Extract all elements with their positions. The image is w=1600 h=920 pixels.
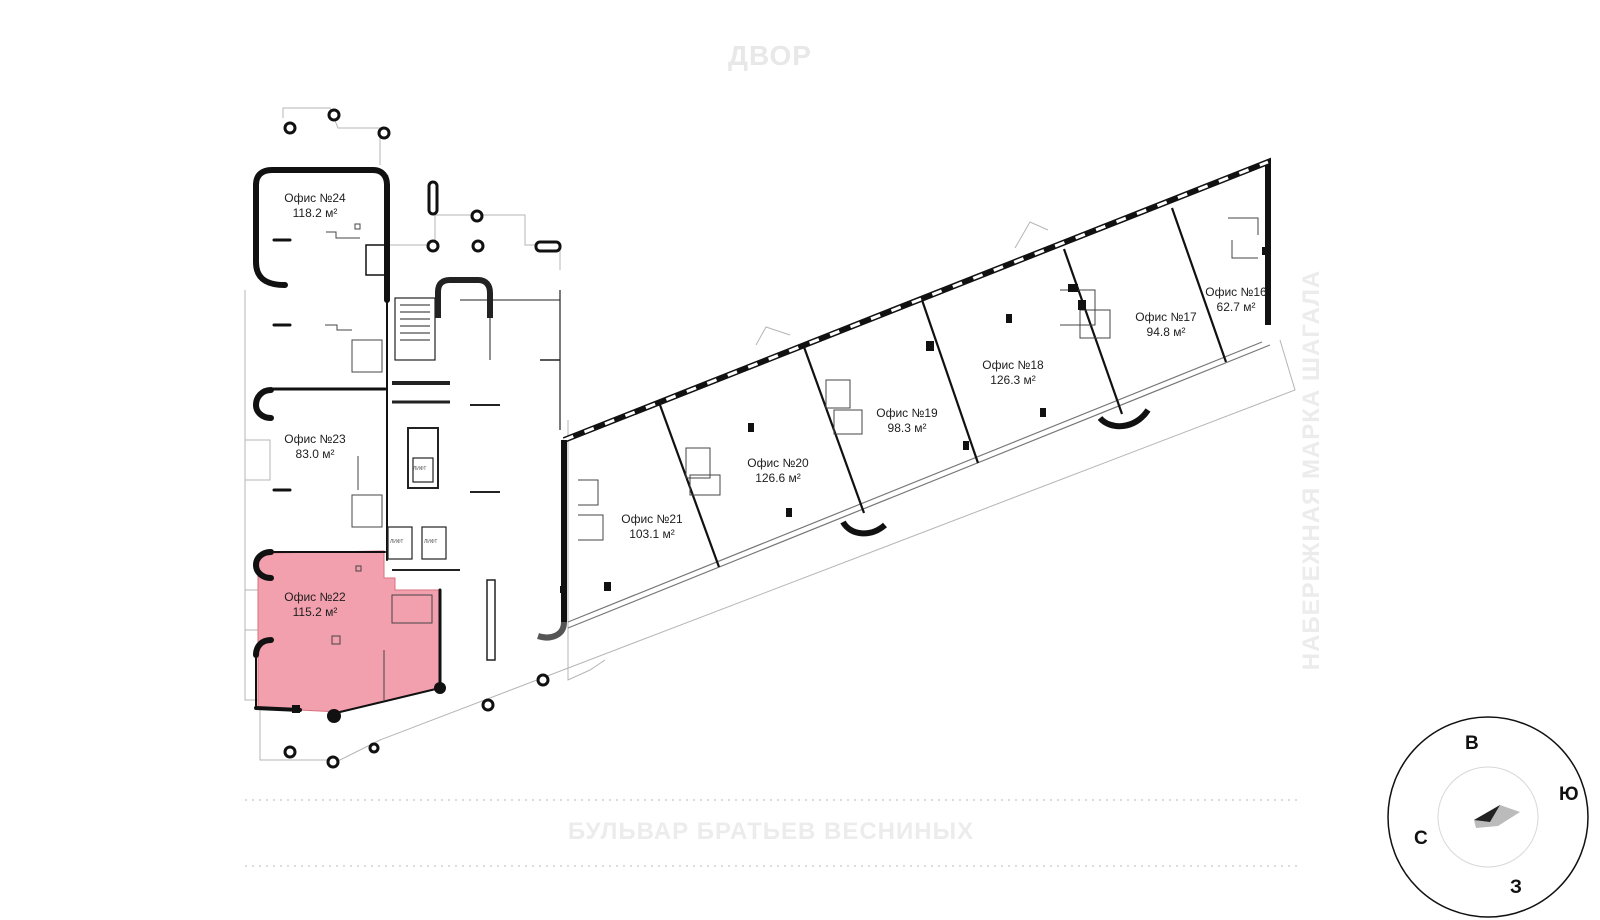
office-24-label[interactable]: Офис №24 118.2 м²: [284, 191, 345, 221]
office-18-label[interactable]: Офис №18 126.3 м²: [982, 358, 1043, 388]
right-wing-fixtures: [578, 217, 1259, 541]
compass-south-label: Ю: [1559, 784, 1579, 805]
left-wing-fixtures: [325, 223, 433, 700]
lift-label: ЛИФТ: [424, 539, 438, 545]
office-name: Офис №16: [1205, 285, 1267, 299]
office-16-label[interactable]: Офис №16 62.7 м²: [1205, 285, 1266, 315]
right-wing-facade: [537, 157, 1271, 641]
office-17-label[interactable]: Офис №17 94.8 м²: [1135, 310, 1196, 340]
lift-label: ЛИФТ: [390, 539, 404, 545]
office-partitions: [658, 207, 1228, 568]
columns: [560, 247, 1268, 593]
wall-stubs: [292, 682, 446, 723]
lift-label: ЛИФТ: [413, 466, 427, 472]
left-wing-walls: [252, 167, 442, 713]
office-area: 83.0 м²: [295, 447, 335, 461]
office-name: Офис №19: [876, 406, 938, 420]
office-name: Офис №24: [284, 191, 346, 205]
office-area: 126.3 м²: [990, 373, 1036, 387]
office-21-label[interactable]: Офис №21 103.1 м²: [621, 512, 682, 542]
office-20-label[interactable]: Офис №20 126.6 м²: [747, 456, 808, 486]
office-19-label[interactable]: Офис №19 98.3 м²: [876, 406, 937, 436]
office-area: 94.8 м²: [1146, 325, 1186, 339]
office-23-label[interactable]: Офис №23 83.0 м²: [284, 432, 345, 462]
office-name: Офис №23: [284, 432, 346, 446]
office-area: 118.2 м²: [292, 206, 338, 220]
office-22-area[interactable]: [257, 550, 441, 713]
office-name: Офис №20: [747, 456, 809, 470]
street-label: БУЛЬВАР БРАТЬЕВ ВЕСНИНЫХ: [567, 818, 975, 845]
compass-east-label: В: [1465, 733, 1479, 754]
compass: [1387, 716, 1589, 918]
office-area: 115.2 м²: [292, 605, 338, 619]
office-name: Офис №22: [284, 590, 346, 604]
compass-west-label: З: [1510, 877, 1522, 898]
building-core: [387, 277, 561, 661]
compass-north-label: С: [1414, 828, 1428, 849]
office-area: 126.6 м²: [755, 471, 801, 485]
benches: [427, 180, 562, 253]
lamps: [283, 108, 550, 769]
office-area: 103.1 м²: [629, 527, 675, 541]
yard-label: ДВОР: [728, 40, 812, 71]
office-name: Офис №21: [621, 512, 683, 526]
office-22-label[interactable]: Офис №22 115.2 м²: [284, 590, 345, 620]
embankment-label: НАБЕРЕЖНАЯ МАРКА ШАГАЛА: [1298, 269, 1325, 671]
office-area: 98.3 м²: [887, 421, 927, 435]
right-wing-street-facade: [567, 341, 1271, 629]
office-area: 62.7 м²: [1216, 300, 1256, 314]
office-name: Офис №17: [1135, 310, 1197, 324]
compass-needle-icon: [1474, 805, 1520, 828]
office-name: Офис №18: [982, 358, 1044, 372]
